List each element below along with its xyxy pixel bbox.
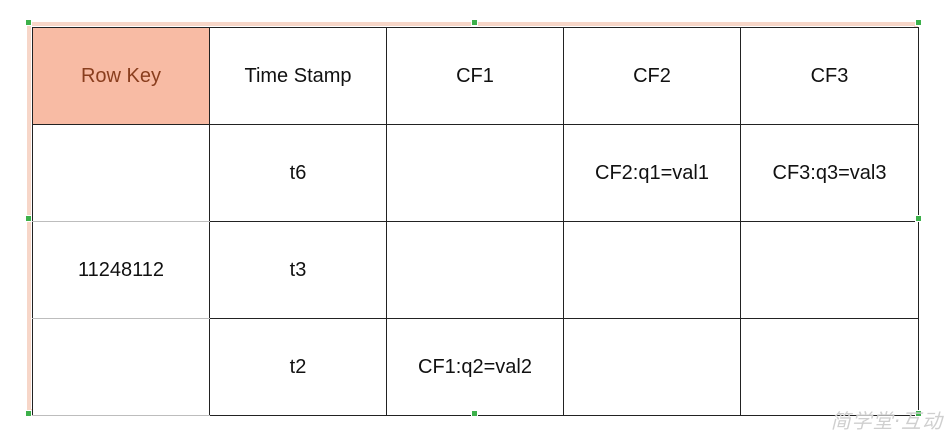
timestamp-cell: t6 [209, 124, 387, 222]
header-cf3: CF3 [740, 27, 919, 125]
table-row: t6 CF2:q1=val1 CF3:q3=val3 [32, 124, 919, 222]
header-time-stamp: Time Stamp [209, 27, 387, 125]
resize-handle-bottom-middle[interactable] [471, 410, 478, 417]
cf3-cell [740, 318, 919, 416]
row-key-cell [32, 318, 210, 416]
cf2-cell [563, 318, 741, 416]
cf3-cell: CF3:q3=val3 [740, 124, 919, 222]
cf3-cell [740, 221, 919, 319]
resize-handle-bottom-left[interactable] [25, 410, 32, 417]
table-row: t2 CF1:q2=val2 [32, 318, 919, 416]
watermark: 简学堂·互动 [830, 409, 943, 433]
table-row: 11248112 t3 [32, 221, 919, 319]
timestamp-cell: t2 [209, 318, 387, 416]
cf2-cell [563, 221, 741, 319]
resize-handle-top-right[interactable] [915, 19, 922, 26]
hbase-table[interactable]: Row Key Time Stamp CF1 CF2 CF3 t6 CF2:q1… [32, 27, 919, 416]
cf1-cell [386, 221, 564, 319]
cf1-cell: CF1:q2=val2 [386, 318, 564, 416]
header-cf2: CF2 [563, 27, 741, 125]
resize-handle-top-left[interactable] [25, 19, 32, 26]
resize-handle-middle-right[interactable] [915, 215, 922, 222]
resize-handle-bottom-right[interactable] [915, 410, 922, 417]
row-key-cell: 11248112 [32, 221, 210, 319]
header-row-key: Row Key [32, 27, 210, 125]
cf2-cell: CF2:q1=val1 [563, 124, 741, 222]
timestamp-cell: t3 [209, 221, 387, 319]
row-key-cell [32, 124, 210, 222]
resize-handle-top-middle[interactable] [471, 19, 478, 26]
header-cf1: CF1 [386, 27, 564, 125]
header-row: Row Key Time Stamp CF1 CF2 CF3 [32, 27, 919, 125]
cf1-cell [386, 124, 564, 222]
resize-handle-middle-left[interactable] [25, 215, 32, 222]
